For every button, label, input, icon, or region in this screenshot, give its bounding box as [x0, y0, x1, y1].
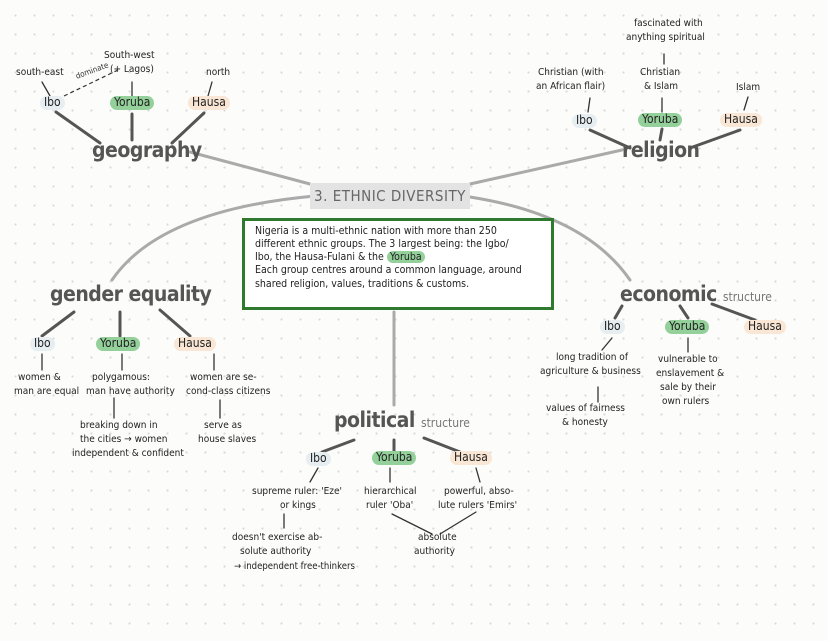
political-heading-text: political — [334, 408, 415, 432]
political-ibo-note-1: supreme ruler: 'Eze' — [252, 486, 343, 497]
gender-yoruba-sub-3: independent & confident — [72, 448, 184, 459]
religion-hausa: Hausa — [720, 112, 762, 127]
economic-ibo-sub-2: & honesty — [562, 417, 608, 428]
gender-ibo-note-2: man are equal — [14, 386, 80, 397]
branch-geography — [188, 150, 312, 186]
intro-line-text: Ibo, the Hausa-Fulani & the — [255, 251, 384, 264]
economic-ibo: Ibo — [600, 319, 625, 334]
gender-hausa-note-2: cond-class citizens — [186, 386, 271, 397]
political-ibo-sub-3: → independent free-thinkers — [234, 561, 355, 572]
intro-yoruba-highlight: Yoruba — [386, 251, 425, 264]
political-hausa-note-1: powerful, abso- — [444, 486, 514, 497]
economic-heading-text: economic — [620, 282, 717, 306]
economic-yoruba-note-2: enslavement & — [656, 368, 725, 379]
political-hausa-note-2: lute rulers 'Emirs' — [438, 500, 518, 511]
geography-heading: geography — [92, 138, 202, 162]
gender-ibo: Ibo — [30, 336, 55, 351]
geography-yoruba: Yoruba — [110, 95, 155, 110]
economic-ibo-sub-1: values of fairness — [546, 403, 625, 414]
economic-yoruba-note-1: vulnerable to — [658, 354, 718, 365]
geography-yoruba-note-1: South-west — [104, 50, 155, 61]
religion-hausa-note: Islam — [736, 82, 761, 93]
economic-yoruba-note-3: sale by their — [660, 382, 716, 393]
gender-hausa-sub-2: house slaves — [198, 434, 257, 445]
political-ibo-sub-1: doesn't exercise ab- — [232, 532, 323, 543]
gender-yoruba-sub-1: breaking down in — [80, 420, 158, 431]
political-heading-sub: structure — [420, 416, 470, 430]
economic-yoruba: Yoruba — [665, 319, 710, 334]
economic-heading: economic structure — [620, 282, 772, 306]
political-ibo-note-2: or kings — [280, 500, 316, 511]
religion-ibo-note-1: Christian (with — [538, 67, 604, 78]
gender-hausa-sub-1: serve as — [204, 420, 242, 431]
political-ibo-sub-2: solute authority — [240, 546, 312, 557]
branch-religion — [468, 148, 624, 186]
branch-economic — [468, 195, 632, 282]
political-hausa: Hausa — [450, 450, 492, 465]
political-yoruba: Yoruba — [372, 450, 417, 465]
gender-yoruba-note-1: polygamous: — [92, 372, 150, 383]
gender-heading: gender equality — [50, 282, 212, 306]
political-yoruba-note-2: ruler 'Oba' — [366, 500, 414, 511]
gender-hausa-note-1: women are se- — [190, 372, 257, 383]
religion-ibo-note-2: an African flair) — [536, 81, 606, 92]
religion-yoruba-note-1: Christian — [640, 67, 681, 78]
economic-yoruba-note-4: own rulers — [662, 396, 710, 407]
gender-yoruba: Yoruba — [96, 336, 141, 351]
intro-line: Nigeria is a multi-ethnic nation with mo… — [255, 225, 497, 237]
economic-ibo-note-1: long tradition of — [556, 352, 628, 363]
intro-box: Nigeria is a multi-ethnic nation with mo… — [242, 218, 554, 310]
political-yoruba-note-1: hierarchical — [364, 486, 417, 497]
geography-ibo: Ibo — [40, 95, 65, 110]
political-heading: political structure — [334, 408, 470, 432]
economic-heading-sub: structure — [722, 290, 772, 304]
economic-hausa: Hausa — [744, 319, 786, 334]
diagram-title: 3. ETHNIC DIVERSITY — [310, 183, 470, 209]
geography-hausa: Hausa — [188, 95, 230, 110]
gender-ibo-note-1: women & — [18, 372, 61, 383]
intro-line: shared religion, values, traditions & cu… — [255, 277, 470, 290]
religion-yoruba-top-1: fascinated with — [634, 18, 703, 29]
religion-yoruba-note-2: & Islam — [644, 81, 678, 92]
gender-yoruba-sub-2: the cities → women — [80, 434, 168, 445]
intro-line: Each group centres around a common langu… — [255, 264, 522, 277]
religion-yoruba: Yoruba — [638, 112, 683, 127]
religion-heading: religion — [622, 138, 700, 162]
religion-yoruba-top-2: anything spiritual — [626, 32, 705, 43]
branch-gender — [110, 194, 317, 282]
religion-ibo: Ibo — [572, 113, 597, 128]
economic-ibo-note-2: agriculture & business — [540, 366, 641, 377]
geography-ibo-note: south-east — [16, 67, 64, 78]
intro-line: Ibo, the Hausa-Fulani & the Yoruba — [255, 251, 541, 264]
political-shared-1: absolute — [418, 532, 457, 543]
gender-yoruba-note-2: man have authority — [86, 386, 175, 397]
political-shared-2: authority — [414, 546, 455, 557]
political-ibo: Ibo — [306, 451, 331, 466]
intro-line: different ethnic groups. The 3 largest b… — [255, 238, 509, 251]
geography-hausa-note: north — [206, 67, 231, 78]
geography-yoruba-note-2: (+ Lagos) — [110, 64, 154, 75]
gender-hausa: Hausa — [174, 336, 216, 351]
